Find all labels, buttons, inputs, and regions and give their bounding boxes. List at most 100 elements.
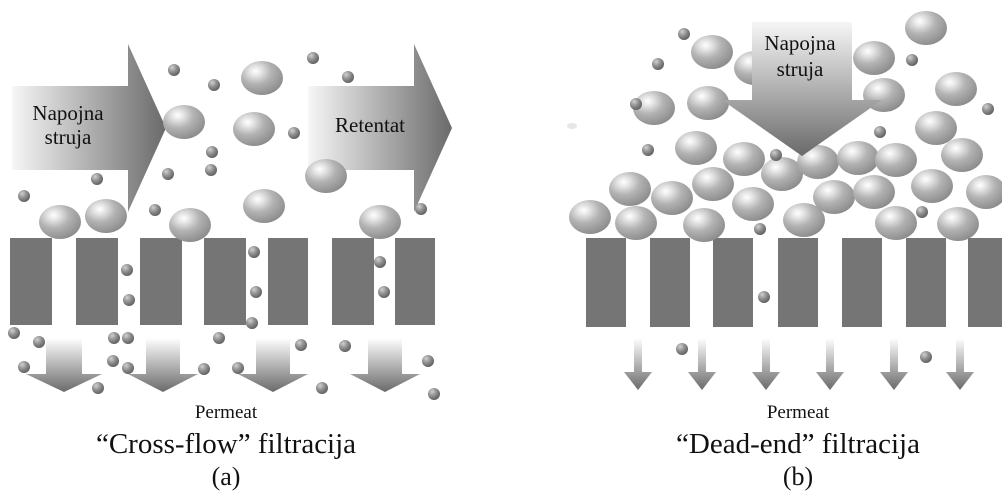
small-particle: [288, 127, 300, 139]
permeate-arrow: [752, 338, 780, 390]
large-particle: [937, 207, 979, 241]
large-particle: [941, 138, 983, 172]
large-particle: [633, 91, 675, 125]
permeate-arrow: [624, 338, 652, 390]
large-particle: [169, 208, 211, 242]
membrane-block: [650, 238, 690, 327]
feed-label-line1: Napojna: [32, 101, 104, 125]
large-particle: [243, 189, 285, 223]
large-particle: [797, 145, 839, 179]
large-particle: [241, 61, 283, 95]
small-particle: [162, 168, 174, 180]
large-particle: [691, 35, 733, 69]
large-particle: [837, 141, 879, 175]
small-particle: [248, 246, 260, 258]
small-particle: [213, 332, 225, 344]
membrane-block: [140, 238, 182, 325]
large-particle: [935, 72, 977, 106]
small-particle: [246, 317, 258, 329]
large-particle: [675, 131, 717, 165]
permeate-arrow: [688, 338, 716, 390]
small-particle: [916, 206, 928, 218]
permeate-arrows-b: [624, 338, 974, 390]
small-particle: [208, 79, 220, 91]
large-particle: [359, 205, 401, 239]
small-particle: [168, 64, 180, 76]
small-particle: [758, 291, 770, 303]
permeate-label-b: Permeat: [767, 402, 830, 423]
small-particle: [415, 203, 427, 215]
permeate-arrows-a: [26, 338, 420, 392]
large-particle: [687, 86, 729, 120]
large-particle: [163, 105, 205, 139]
small-particle: [92, 382, 104, 394]
small-particles-a: [8, 52, 440, 400]
small-particle: [295, 339, 307, 351]
small-particle: [123, 294, 135, 306]
small-particle: [906, 54, 918, 66]
retentate-label: Retentat: [335, 113, 405, 137]
small-particle: [630, 98, 642, 110]
small-particle: [18, 361, 30, 373]
small-particle: [422, 355, 434, 367]
membrane-block: [842, 238, 882, 327]
small-particle: [198, 363, 210, 375]
small-particle: [374, 256, 386, 268]
small-particle: [8, 327, 20, 339]
permeate-arrow: [816, 338, 844, 390]
large-particle: [609, 172, 651, 206]
large-particle: [853, 41, 895, 75]
large-particle: [905, 11, 947, 45]
large-particle: [233, 112, 275, 146]
large-particle: [966, 175, 1002, 209]
small-particle: [205, 164, 217, 176]
feed-label-b-line1: Napojna: [764, 31, 836, 55]
small-particle: [874, 126, 886, 138]
small-particle: [428, 388, 440, 400]
membrane-block: [906, 238, 946, 327]
permeate-arrow: [238, 338, 308, 392]
small-particle: [770, 149, 782, 161]
small-particle: [18, 190, 30, 202]
small-particle: [754, 223, 766, 235]
small-particle: [149, 204, 161, 216]
membrane-block: [204, 238, 246, 325]
large-particle: [813, 180, 855, 214]
membrane-block: [586, 238, 626, 327]
large-particle: [569, 200, 611, 234]
large-particle: [761, 157, 803, 191]
panel-b: Napojna struja Permea: [567, 11, 1002, 491]
large-particle: [305, 159, 347, 193]
large-particles-a: [39, 61, 401, 242]
panel-a: Napojna struja Retentat: [8, 44, 452, 491]
large-particle: [783, 203, 825, 237]
membrane-block: [968, 238, 1002, 327]
large-particle: [911, 169, 953, 203]
membrane-a: [10, 238, 435, 325]
small-particle: [652, 58, 664, 70]
membrane-block: [778, 238, 818, 327]
membrane-block: [76, 238, 118, 325]
permeate-label-a: Permeat: [195, 402, 258, 423]
large-particles-b: [569, 11, 1002, 242]
large-particle: [85, 199, 127, 233]
sublabel-b: (b): [783, 462, 813, 491]
small-particle: [108, 332, 120, 344]
permeate-arrow: [128, 338, 198, 392]
small-particle: [642, 144, 654, 156]
small-particle: [122, 362, 134, 374]
small-particle: [232, 362, 244, 374]
large-particle: [732, 187, 774, 221]
large-particle: [692, 167, 734, 201]
small-particle: [676, 343, 688, 355]
large-particle: [853, 175, 895, 209]
large-particle: [615, 206, 657, 240]
stray-mark: [567, 123, 577, 129]
large-particle: [915, 111, 957, 145]
membrane-block: [713, 238, 753, 327]
large-particle: [875, 206, 917, 240]
small-particle: [122, 332, 134, 344]
membrane-block: [395, 238, 435, 325]
permeate-arrow: [946, 338, 974, 390]
